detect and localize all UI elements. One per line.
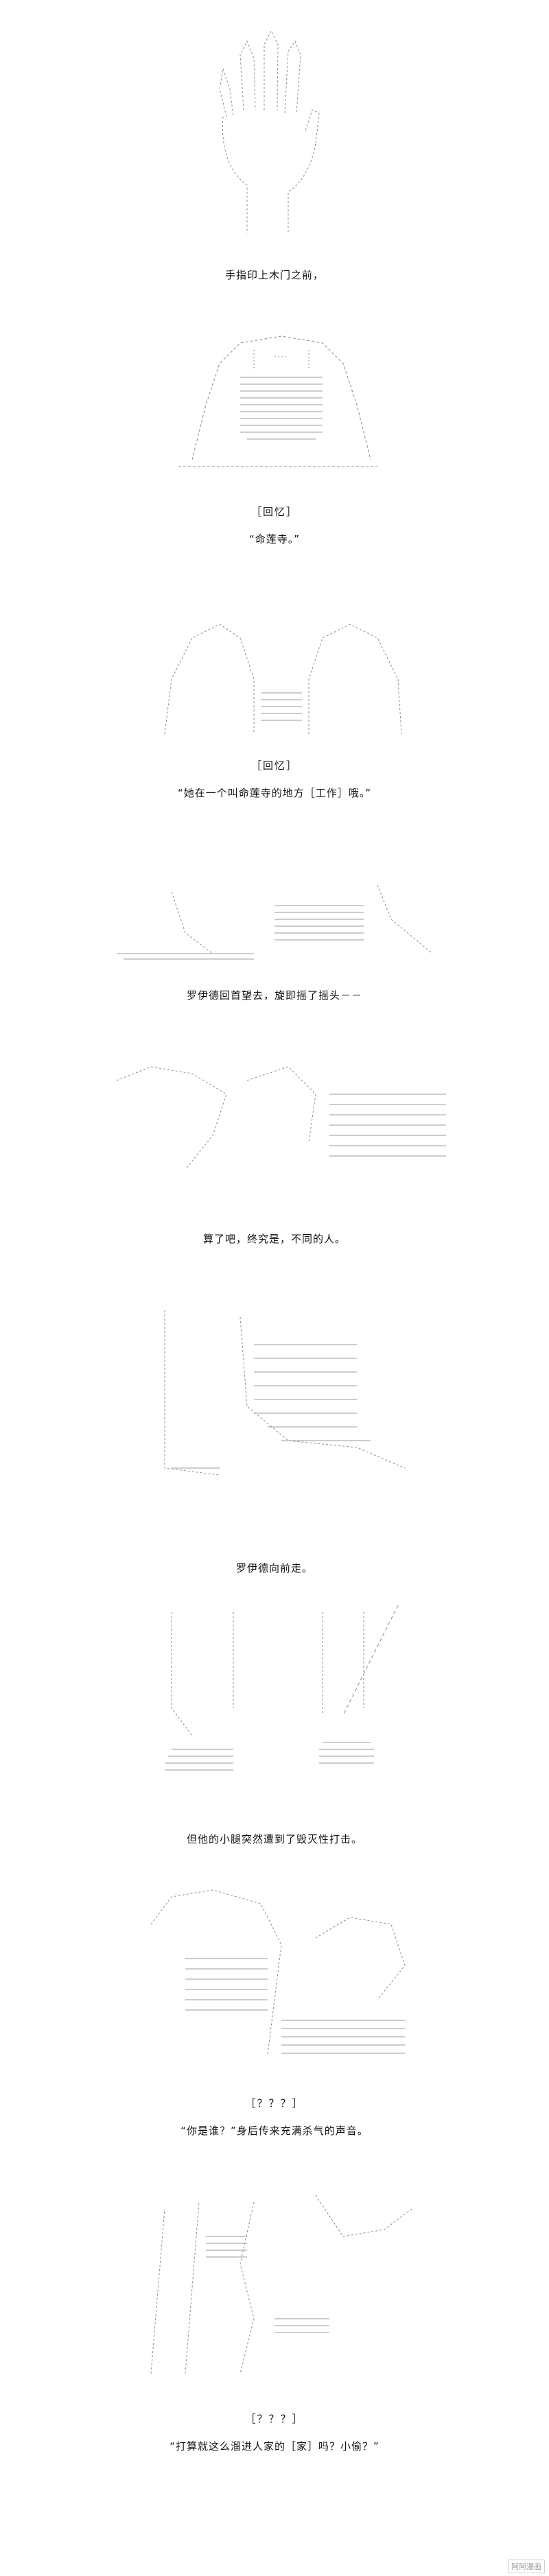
legs-ascii-art bbox=[165, 1605, 399, 1771]
character-ascii-art bbox=[178, 335, 377, 467]
panel-caption: “她在一个叫命莲寺的地方［工作］哦。” bbox=[177, 787, 372, 799]
hand-ascii-art bbox=[219, 29, 320, 233]
panel-5: 算了吧，终究是，不同的人。 bbox=[0, 1039, 549, 1273]
walking-ascii-art bbox=[164, 1310, 406, 1476]
panel-caption: 算了吧，终究是，不同的人。 bbox=[202, 1233, 346, 1245]
panel-caption: “你是谁？”身后传来充满杀气的声音。 bbox=[180, 2125, 369, 2137]
panel-7: 但他的小腿突然遭到了毁灭性打击。 bbox=[0, 1592, 549, 1866]
panel-2: ［回忆］ “命莲寺。” bbox=[0, 295, 549, 583]
speaker-label: ［回忆］ bbox=[250, 759, 298, 772]
panel-caption: 罗伊德向前走。 bbox=[235, 1562, 313, 1574]
panel-4: 罗伊德回首望去，旋即摇了摇头－－ bbox=[0, 871, 549, 1036]
panel-8: ［？？？］ “你是谁？”身后传来充满杀气的声音。 bbox=[0, 1876, 549, 2171]
figures-ascii-art bbox=[150, 2195, 412, 2374]
speaker-label: ［？？？］ bbox=[245, 2097, 304, 2110]
panel-caption: “打算就这么溜进人家的［家］吗？小偷？” bbox=[170, 2440, 379, 2453]
lookback-ascii-art bbox=[117, 884, 433, 960]
panel-1: 手指印上木门之前， bbox=[0, 0, 549, 288]
figures-ascii-art bbox=[164, 624, 402, 735]
panel-9: ［？？？］ “打算就这么溜进人家的［家］吗？小偷？” 阿阿漫画 bbox=[0, 2175, 549, 2576]
figures-crowd-ascii-art bbox=[116, 1066, 446, 1170]
speaker-label: ［回忆］ bbox=[250, 506, 298, 518]
threat-ascii-art bbox=[150, 1889, 406, 2055]
speaker-label: ［？？？］ bbox=[245, 2413, 304, 2425]
panel-caption: 手指印上木门之前， bbox=[224, 269, 324, 281]
panel-3: ［回忆］ “她在一个叫命莲寺的地方［工作］哦。” bbox=[0, 590, 549, 864]
panel-caption: “命莲寺。” bbox=[248, 533, 301, 545]
panel-6: 罗伊德向前走。 bbox=[0, 1283, 549, 1585]
panel-caption: 但他的小腿突然遭到了毁灭性打击。 bbox=[186, 1833, 362, 1845]
panel-caption: 罗伊德回首望去，旋即摇了摇头－－ bbox=[186, 989, 362, 1002]
watermark: 阿阿漫画 bbox=[508, 2560, 545, 2573]
